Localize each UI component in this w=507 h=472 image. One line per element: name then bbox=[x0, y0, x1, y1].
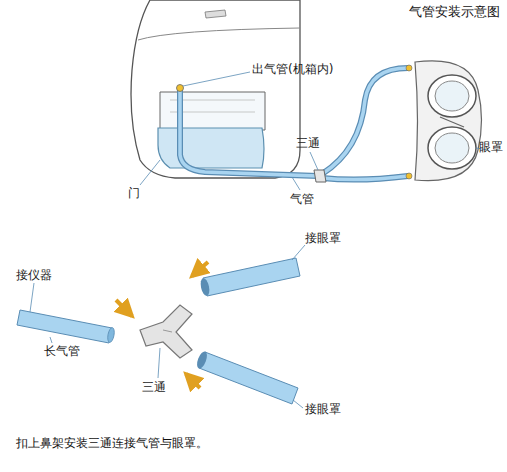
part-label: 接仪器 bbox=[16, 268, 52, 282]
part-label: 气管 bbox=[290, 192, 314, 206]
part-label: 接眼罩 bbox=[305, 231, 341, 245]
part-label: 接眼罩 bbox=[305, 402, 341, 416]
part-label: 三通 bbox=[142, 380, 166, 394]
part-label: 门 bbox=[128, 186, 140, 200]
caption-text: 扣上鼻架安装三通连接气管与眼罩。 bbox=[16, 436, 208, 450]
part-label: 出气管(机箱内) bbox=[252, 62, 333, 76]
part-label: 眼罩 bbox=[479, 140, 503, 154]
part-label: 三通 bbox=[296, 136, 320, 150]
diagram-title: 气管安装示意图 bbox=[409, 4, 500, 20]
part-label: 长气管 bbox=[44, 344, 80, 358]
